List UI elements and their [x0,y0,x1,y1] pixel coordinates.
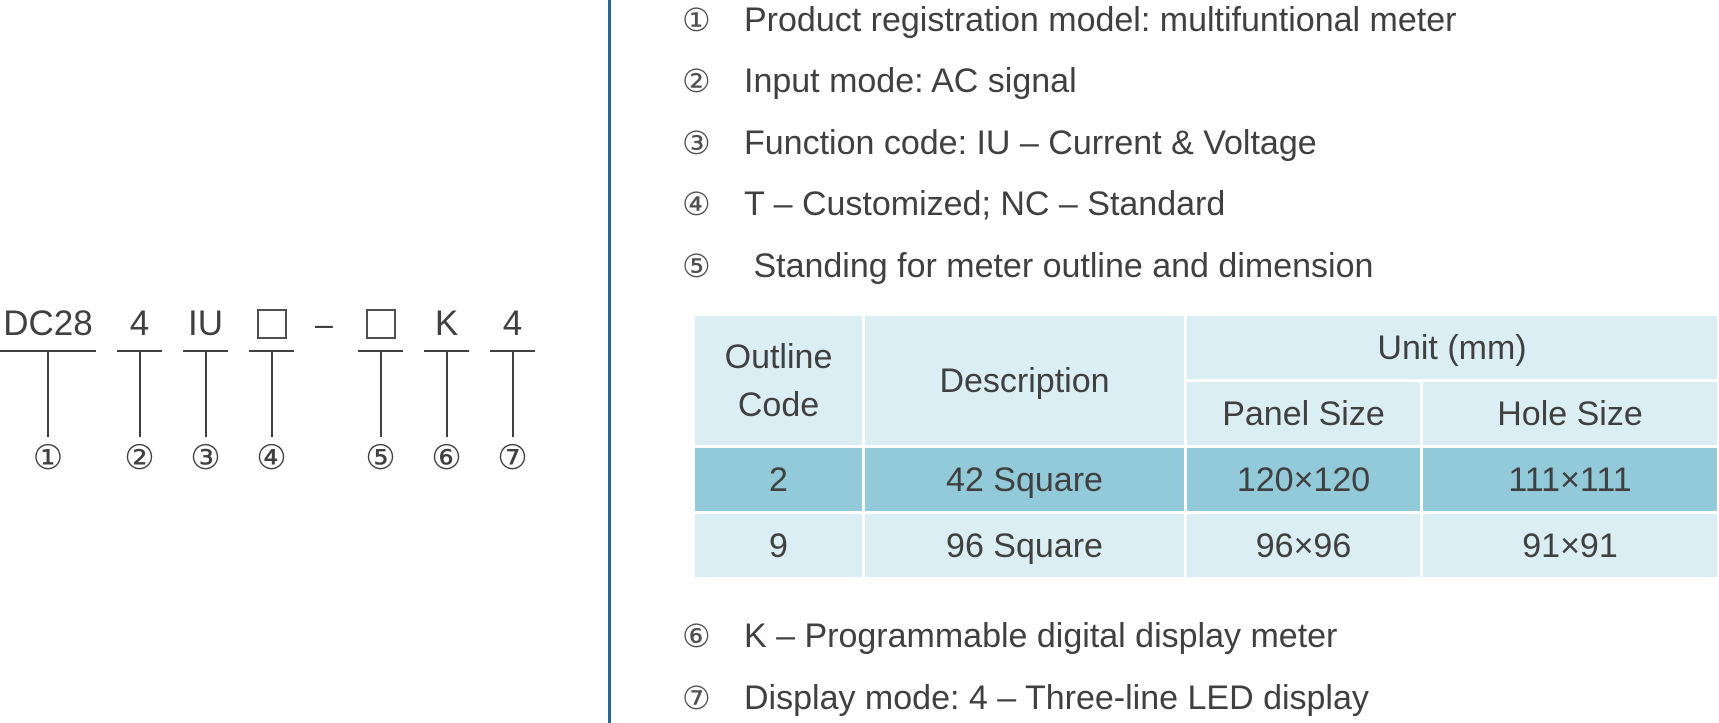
item-text: K – Programmable digital display meter [744,617,1338,655]
table-header-row: Outline Code Description Unit (mm) [692,313,1719,448]
item-text: Product registration model: multifuntion… [744,1,1457,39]
outline-dimension-table: Outline Code Description Unit (mm) Panel… [692,313,1719,580]
item-number: ④ [682,185,711,223]
cell-outline-code: 9 [692,511,865,580]
code-segment-leader-line [204,351,207,437]
code-segment-leader-line [138,351,141,437]
code-segment-leader-line [379,351,382,437]
cell-panel-size: 120×120 [1184,445,1423,514]
code-segment-display-type: K ⑥ [424,304,469,478]
header-description: Description [862,313,1187,448]
explanation-item-4: ④ T – Customized; NC – Standard [682,182,1225,226]
vertical-divider [608,0,611,723]
header-outline-code-line1: Outline [724,337,833,376]
code-separator: – [315,306,333,342]
code-segment-display-mode: 4 ⑦ [490,304,535,478]
explanation-item-1: ① Product registration model: multifuntio… [682,0,1456,42]
item-text: Function code: IU – Current & Voltage [744,124,1317,162]
header-hole-size: Hole Size [1419,379,1719,448]
item-text: Standing for meter outline and dimension [744,247,1374,285]
item-number: ② [682,62,711,100]
item-text: T – Customized; NC – Standard [744,185,1226,223]
cell-description: 42 Square [862,445,1187,514]
code-segment-text: K [434,304,459,343]
cell-hole-size: 111×111 [1419,445,1719,514]
item-text: Input mode: AC signal [744,62,1077,100]
explanation-item-3: ③ Function code: IU – Current & Voltage [682,121,1317,165]
cell-description: 96 Square [862,511,1187,580]
model-code-diagram: DC28 ① 4 ② IU ③ ④ – ⑤ K ⑥ 4 ⑦ [0,0,600,723]
code-segment-leader-line [47,351,49,437]
code-segment-function-code: IU ③ [183,304,228,478]
item-number: ⑥ [682,617,711,655]
item-number: ① [682,1,711,39]
header-unit: Unit (mm) [1183,313,1719,382]
item-number: ③ [682,124,711,162]
header-outline-code: Outline Code [692,313,865,448]
placeholder-box-icon [365,309,396,339]
code-segment-number: ⑦ [497,438,528,478]
cell-hole-size: 91×91 [1419,511,1719,580]
table-row: 9 96 Square 96×96 91×91 [692,511,1719,580]
code-segment-product-model: DC28 ① [0,304,96,478]
code-segment-leader-line [445,351,448,437]
table-subheader-row: Panel Size Hole Size [694,379,1719,448]
code-segment-number: ① [32,438,64,478]
header-panel-size: Panel Size [1184,379,1423,448]
header-outline-code-line2: Code [737,385,820,424]
explanation-item-7: ⑦ Display mode: 4 – Three-line LED displa… [682,676,1369,720]
placeholder-box-icon [256,309,287,339]
cell-panel-size: 96×96 [1184,511,1423,580]
code-segment-input-mode: 4 ② [117,304,162,478]
code-segment-text: IU [188,304,223,343]
code-segment-text: 4 [502,304,523,343]
item-text: Display mode: 4 – Three-line LED display [744,679,1369,717]
code-segment-customization: ④ [249,304,294,478]
cell-outline-code: 2 [692,445,865,514]
code-segment-number: ④ [256,438,287,478]
code-segment-text: DC28 [3,304,93,343]
code-segment-number: ⑥ [431,438,462,478]
code-segment-leader-line [511,351,514,437]
code-segment-leader-line [270,351,273,437]
item-number: ⑦ [682,679,711,717]
code-segment-number: ⑤ [365,438,396,478]
table-row: 2 42 Square 120×120 111×111 [692,445,1719,514]
code-segment-text: 4 [129,304,150,343]
explanation-item-2: ② Input mode: AC signal [682,59,1077,103]
code-segment-outline: ⑤ [358,304,403,478]
code-segment-number: ③ [190,438,221,478]
explanation-item-5: ⑤ Standing for meter outline and dimensi… [682,244,1373,288]
code-segment-number: ② [124,438,155,478]
explanation-item-6: ⑥ K – Programmable digital display meter [682,614,1337,658]
item-number: ⑤ [682,247,711,285]
